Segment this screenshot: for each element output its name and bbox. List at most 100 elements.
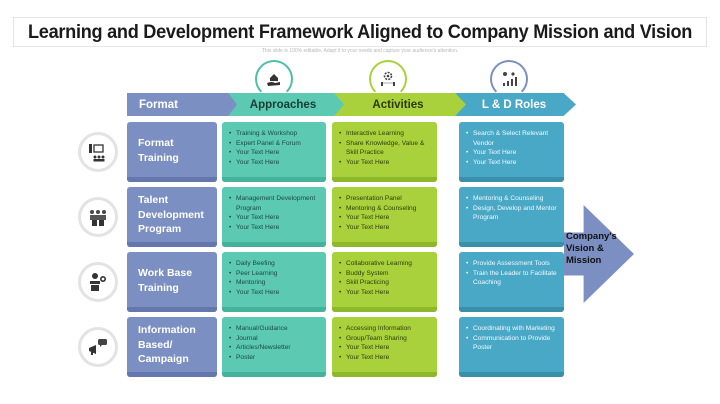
list-item: Daily Beefing: [228, 259, 322, 269]
bullet-list: Manual/Guidance Journal Articles/Newslet…: [228, 324, 322, 362]
bullet-list: Search & Select Relevant Vendor Your Tex…: [465, 129, 560, 167]
list-item: Management Development Program: [228, 194, 322, 213]
approaches-cell-3: Daily Beefing Peer Learning Mentoring Yo…: [222, 252, 326, 312]
format-label: Format Training: [138, 136, 179, 165]
bullet-list: Collaborative Learning Buddy System Skil…: [338, 259, 433, 297]
format-line: Program: [138, 223, 182, 236]
list-item: Poster: [228, 353, 322, 363]
activities-cell-2: Presentation Panel Mentoring & Counselin…: [332, 187, 437, 247]
approaches-cell-4: Manual/Guidance Journal Articles/Newslet…: [222, 317, 326, 377]
list-item: Your Text Here: [228, 213, 322, 223]
bullet-list: Mentoring & Counseling Design, Develop a…: [465, 194, 560, 223]
list-item: Provide Assessment Tools: [465, 259, 560, 269]
vision-line: Mission: [566, 255, 602, 266]
format-cell-3: Work Base Training: [127, 252, 217, 312]
list-item: Articles/Newsletter: [228, 343, 322, 353]
list-item: Mentoring & Counseling: [338, 204, 433, 214]
slide-title: Learning and Development Framework Align…: [27, 20, 693, 43]
format-label: Talent Development Program: [138, 193, 204, 237]
list-item: Your Text Here: [338, 158, 433, 168]
roles-cell-2: Mentoring & Counseling Design, Develop a…: [459, 187, 564, 247]
list-item: Skill Practicing: [338, 278, 433, 288]
format-line: Training: [138, 151, 179, 164]
gear-team-icon: [369, 60, 407, 98]
approaches-cell-2: Management Development Program Your Text…: [222, 187, 326, 247]
list-item: Your Text Here: [338, 213, 433, 223]
roles-cell-4: Coordinating with Marketing Communicatio…: [459, 317, 564, 377]
worker-clock-icon: [78, 262, 118, 302]
header-activities: Activities: [330, 93, 466, 116]
format-cell-4: Information Based/ Campaign: [127, 317, 217, 377]
list-item: Presentation Panel: [338, 194, 433, 204]
bullet-list: Daily Beefing Peer Learning Mentoring Yo…: [228, 259, 322, 297]
list-item: Search & Select Relevant Vendor: [465, 129, 560, 148]
list-item: Peer Learning: [228, 269, 322, 279]
format-cell-2: Talent Development Program: [127, 187, 217, 247]
format-line: Training: [138, 281, 179, 294]
list-item: Your Text Here: [338, 343, 433, 353]
bullet-list: Management Development Program Your Text…: [228, 194, 322, 232]
list-item: Your Text Here: [228, 158, 322, 168]
format-cell-1: Format Training: [127, 122, 217, 182]
header-ld-roles-label: L & D Roles: [481, 98, 547, 111]
format-line: Campaign: [138, 353, 189, 366]
list-item: Design, Develop and Mentor Program: [465, 204, 560, 223]
presentation-training-icon: [78, 132, 118, 172]
growth-chart-icon: [490, 60, 528, 98]
bullet-list: Coordinating with Marketing Communicatio…: [465, 324, 560, 353]
list-item: Your Text Here: [465, 158, 560, 168]
format-line: Talent: [138, 194, 169, 207]
format-line: Information: [138, 324, 196, 337]
bullet-list: Interactive Learning Share Knowledge, Va…: [338, 129, 433, 167]
list-item: Train the Leader to Facilitate Coaching: [465, 269, 560, 288]
list-item: Your Text Here: [338, 288, 433, 298]
team-meeting-icon: [78, 197, 118, 237]
list-item: Your Text Here: [228, 288, 322, 298]
list-item: Your Text Here: [338, 353, 433, 363]
header-format: Format: [127, 93, 237, 116]
hand-with-house-icon: [255, 60, 293, 98]
megaphone-chat-icon: [78, 327, 118, 367]
activities-cell-4: Accessing Information Group/Team Sharing…: [332, 317, 437, 377]
list-item: Your Text Here: [228, 148, 322, 158]
approaches-cell-1: Training & Workshop Expert Panel & Forum…: [222, 122, 326, 182]
title-box: Learning and Development Framework Align…: [13, 17, 707, 47]
header-ld-roles: L & D Roles: [452, 93, 576, 116]
header-approaches: Approaches: [222, 93, 344, 116]
list-item: Journal: [228, 334, 322, 344]
activities-cell-1: Interactive Learning Share Knowledge, Va…: [332, 122, 437, 182]
list-item: Mentoring: [228, 278, 322, 288]
list-item: Buddy System: [338, 269, 433, 279]
list-item: Coordinating with Marketing: [465, 324, 560, 334]
roles-cell-1: Search & Select Relevant Vendor Your Tex…: [459, 122, 564, 182]
list-item: Interactive Learning: [338, 129, 433, 139]
vision-line: Vision &: [566, 243, 604, 254]
vision-line: Company's: [566, 231, 617, 242]
header-format-label: Format: [139, 98, 178, 111]
header-activities-label: Activities: [372, 98, 424, 111]
list-item: Accessing Information: [338, 324, 433, 334]
format-line: Work Base: [138, 267, 193, 280]
list-item: Manual/Guidance: [228, 324, 322, 334]
roles-cell-3: Provide Assessment Tools Train the Leade…: [459, 252, 564, 312]
vision-mission-label: Company's Vision & Mission: [566, 231, 636, 267]
header-approaches-label: Approaches: [249, 98, 317, 111]
bullet-list: Accessing Information Group/Team Sharing…: [338, 324, 433, 362]
activities-cell-3: Collaborative Learning Buddy System Skil…: [332, 252, 437, 312]
list-item: Collaborative Learning: [338, 259, 433, 269]
list-item: Mentoring & Counseling: [465, 194, 560, 204]
format-line: Format: [138, 137, 174, 150]
list-item: Your Text Here: [465, 148, 560, 158]
list-item: Share Knowledge, Value & Skill Practice: [338, 139, 433, 158]
list-item: Group/Team Sharing: [338, 334, 433, 344]
format-line: Based/: [138, 338, 173, 351]
format-label: Work Base Training: [138, 266, 192, 295]
list-item: Your Text Here: [338, 223, 433, 233]
bullet-list: Provide Assessment Tools Train the Leade…: [465, 259, 560, 288]
list-item: Training & Workshop: [228, 129, 322, 139]
bullet-list: Training & Workshop Expert Panel & Forum…: [228, 129, 322, 167]
list-item: Expert Panel & Forum: [228, 139, 322, 149]
slide-subtitle: This slide is 100% editable. Adapt it to…: [261, 48, 459, 54]
list-item: Communication to Provide Poster: [465, 334, 560, 353]
format-label: Information Based/ Campaign: [138, 323, 196, 367]
